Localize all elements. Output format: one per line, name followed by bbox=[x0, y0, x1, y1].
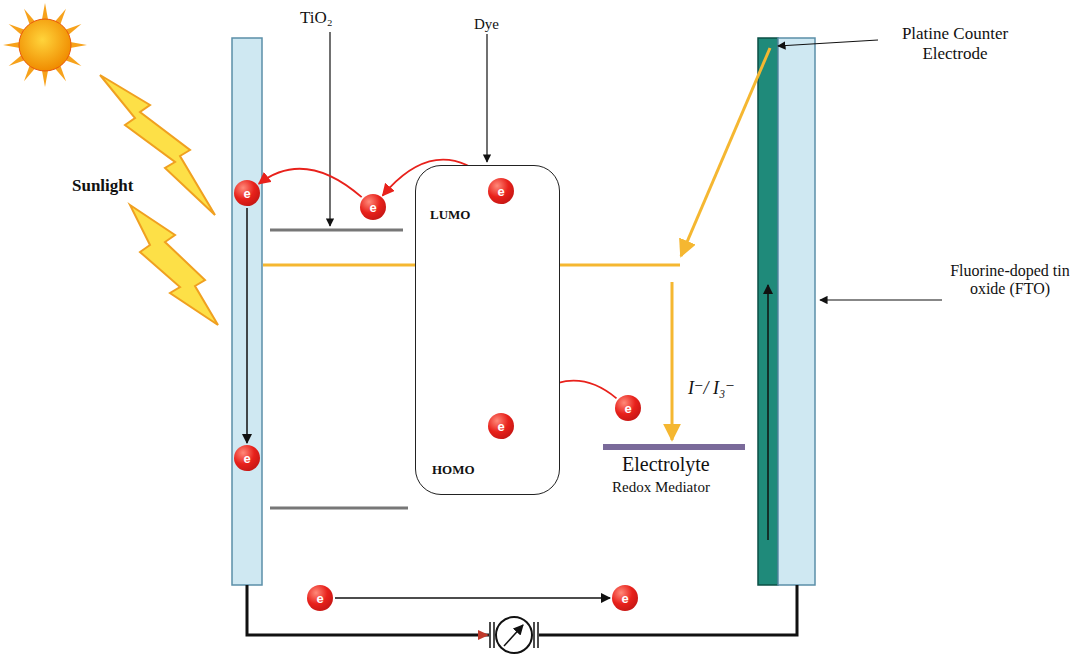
conduction-band bbox=[270, 229, 403, 232]
electrode-label: Platine Counter Electrode bbox=[880, 24, 1030, 63]
electron-symbol: e bbox=[369, 201, 376, 214]
electron: e bbox=[612, 585, 638, 611]
dye-label: Dye bbox=[474, 16, 499, 33]
electron: e bbox=[234, 445, 260, 471]
wire-arrow bbox=[478, 630, 489, 640]
electrolyte-label: Electrolyte bbox=[622, 453, 710, 476]
tio2-electrode bbox=[232, 38, 262, 585]
orbital-label: LUMO bbox=[430, 208, 470, 223]
leader-line bbox=[486, 34, 487, 162]
electron: e bbox=[488, 178, 514, 204]
electrolyte-level bbox=[603, 444, 745, 450]
external-wire bbox=[539, 585, 797, 635]
electron-symbol: e bbox=[243, 452, 250, 465]
electron: e bbox=[307, 585, 333, 611]
electron: e bbox=[488, 413, 514, 439]
sun-ray bbox=[3, 42, 21, 49]
electron-symbol: e bbox=[624, 402, 631, 415]
external-wire bbox=[247, 585, 489, 635]
material-label: TiO₂ bbox=[300, 8, 333, 28]
redox-couple: I⁻/ I₃⁻ bbox=[688, 378, 735, 399]
electron-transfer-arrow bbox=[335, 597, 610, 599]
redox-path bbox=[671, 282, 674, 440]
electron-symbol: e bbox=[316, 592, 323, 605]
sun-ray bbox=[42, 69, 49, 87]
electrolyte-label: Redox Mediator bbox=[612, 479, 710, 496]
ammeter-needle bbox=[504, 625, 523, 646]
sun-rays bbox=[3, 3, 87, 87]
electron-transfer-arrow bbox=[259, 169, 362, 197]
electron-symbol: e bbox=[497, 185, 504, 198]
lightning-bolt bbox=[130, 205, 218, 325]
sun-ray bbox=[42, 3, 49, 21]
valence-band bbox=[270, 507, 408, 510]
electron-symbol: e bbox=[243, 187, 250, 200]
electron: e bbox=[234, 180, 260, 206]
electron: e bbox=[360, 194, 386, 220]
orbital-label: HOMO bbox=[432, 463, 475, 478]
electron: e bbox=[615, 395, 641, 421]
electron-transfer-arrow bbox=[246, 208, 248, 443]
fto-glass bbox=[778, 38, 815, 585]
leader-line bbox=[820, 299, 942, 300]
electron-symbol: e bbox=[621, 592, 628, 605]
ammeter-symbol bbox=[496, 617, 532, 653]
sun-ray bbox=[69, 42, 87, 49]
light-label: Sunlight bbox=[72, 176, 133, 196]
leader-line bbox=[329, 32, 330, 226]
sun bbox=[19, 19, 71, 71]
redox-path bbox=[681, 48, 770, 256]
current-arrow bbox=[767, 285, 769, 540]
electron-symbol: e bbox=[497, 420, 504, 433]
glass-label: Fluorine-doped tin oxide (FTO) bbox=[948, 262, 1072, 299]
platinum-layer bbox=[758, 38, 778, 585]
leader-line bbox=[778, 40, 878, 46]
